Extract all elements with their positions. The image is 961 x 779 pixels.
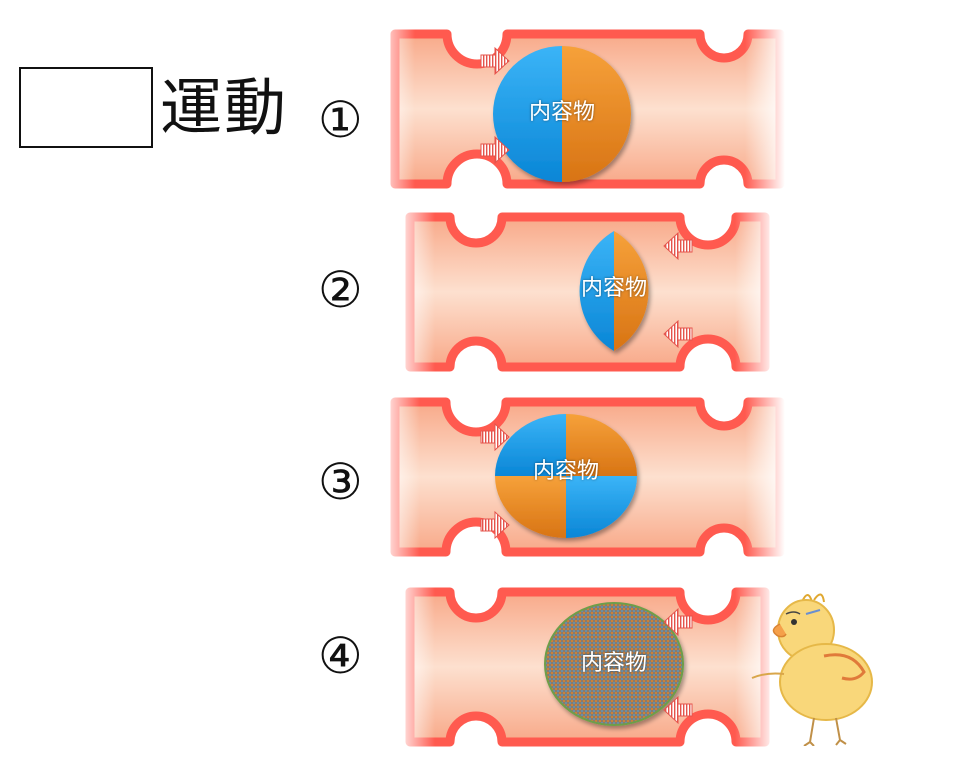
step-number-4: ④ <box>318 627 363 685</box>
squeeze-arrow-icon <box>480 46 510 76</box>
squeeze-arrow-icon <box>663 607 693 637</box>
content-bolus-1 <box>493 46 631 182</box>
content-bolus-2 <box>579 231 649 351</box>
page-title: 運動 <box>160 71 289 144</box>
squeeze-arrow-icon <box>480 510 510 540</box>
squeeze-arrow-icon <box>480 422 510 452</box>
step-number-1: ① <box>318 91 363 149</box>
answer-box[interactable] <box>19 67 153 148</box>
squeeze-arrow-icon <box>663 231 693 261</box>
chick-icon <box>751 599 873 747</box>
squeeze-arrow-icon <box>480 135 510 165</box>
squeeze-arrow-icon <box>663 319 693 349</box>
content-label-4: 内容物 <box>581 651 647 676</box>
intestine-panel-2: 内容物 <box>395 208 775 376</box>
step-number-2: ② <box>318 261 363 319</box>
intestine-panel-3: 内容物 <box>380 393 785 561</box>
intestine-panel-1: 内容物 <box>375 25 785 193</box>
step-number-3: ③ <box>318 453 363 511</box>
squeeze-arrow-icon <box>663 695 693 725</box>
content-label-1: 内容物 <box>529 100 595 125</box>
content-label-3: 内容物 <box>533 459 599 484</box>
content-label-2: 内容物 <box>581 276 647 301</box>
content-bolus-4 <box>544 602 684 726</box>
content-bolus-3 <box>495 414 637 538</box>
intestine-panel-4: 内容物 <box>395 583 775 751</box>
chick-illustration <box>744 586 889 750</box>
